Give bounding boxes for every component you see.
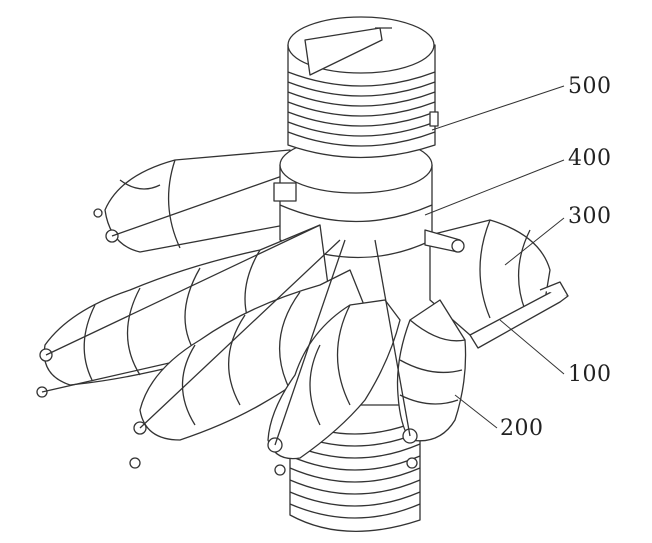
label-400: 400 (568, 146, 612, 171)
label-200: 200 (500, 416, 544, 441)
right-cone-arm-200 (374, 239, 467, 469)
upper-threaded-cylinder-500 (287, 16, 439, 159)
front-cone-arm (267, 239, 401, 476)
label-300: 300 (568, 204, 612, 229)
rear-left-arm (93, 149, 291, 253)
leader-lines (424, 85, 565, 429)
label-500: 500 (568, 74, 612, 99)
label-100: 100 (568, 362, 612, 387)
base-plate-100 (469, 281, 569, 349)
